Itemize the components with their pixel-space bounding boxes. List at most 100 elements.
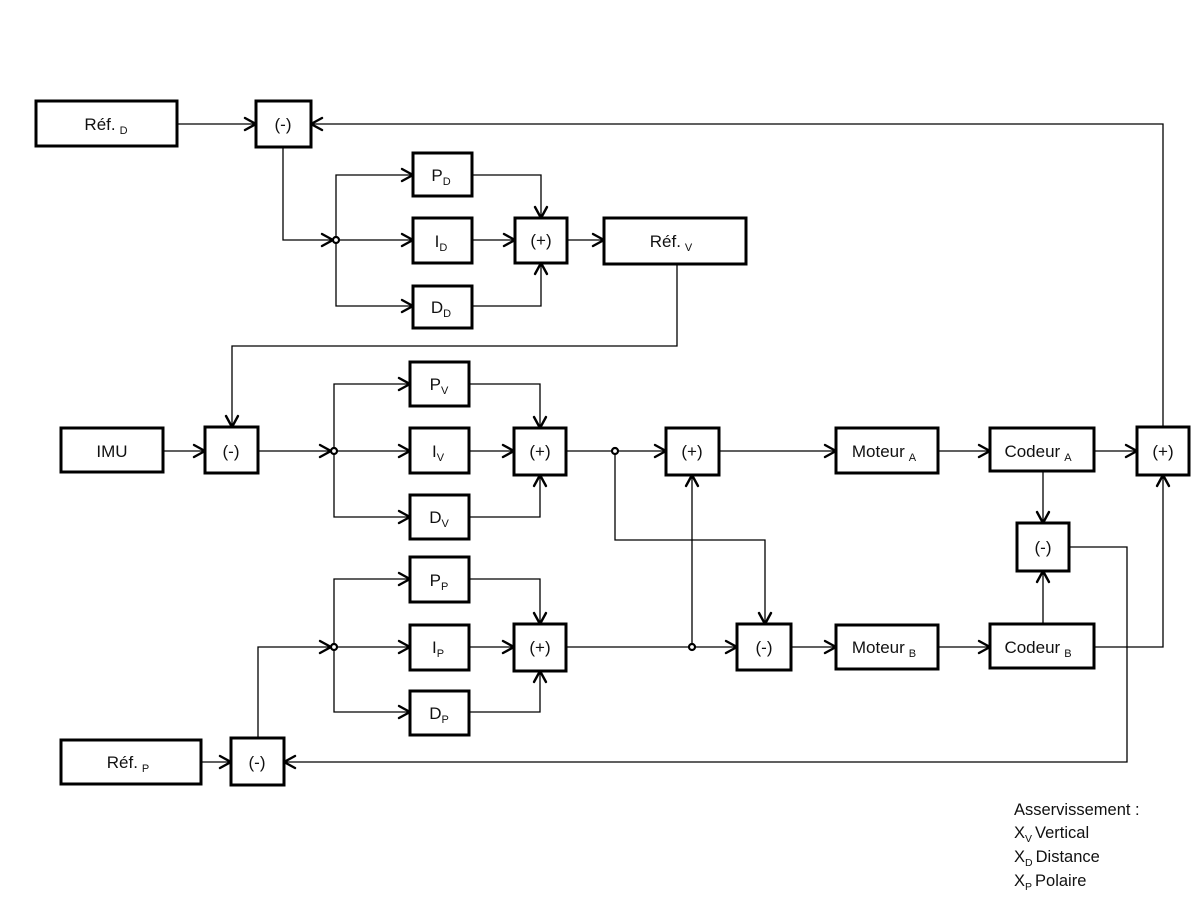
block-label: P xyxy=(431,166,442,185)
svg-text:(+): (+) xyxy=(529,638,550,657)
legend-symbol: X xyxy=(1014,824,1025,842)
block-subscript: B xyxy=(1064,648,1071,660)
legend-text: Vertical xyxy=(1035,824,1089,842)
block-label: (-) xyxy=(1035,538,1052,557)
block-label: (+) xyxy=(1152,442,1173,461)
svg-text:ID: ID xyxy=(435,232,448,254)
block-label: D xyxy=(429,704,441,723)
svg-text:DV: DV xyxy=(429,508,449,530)
block-label: Codeur xyxy=(1004,638,1060,657)
block-label: Réf. xyxy=(84,115,115,134)
wire-node-d-to-dd xyxy=(335,240,413,307)
block-subscript: P xyxy=(142,763,149,775)
block-label: (-) xyxy=(275,115,292,134)
block-subscript: P xyxy=(441,581,448,593)
block-p-p: PP xyxy=(408,555,471,604)
block-label: I xyxy=(432,442,437,461)
block-label: I xyxy=(435,232,440,251)
block-imu: IMU xyxy=(59,426,165,474)
block-label: D xyxy=(431,298,443,317)
block-subscript: D xyxy=(120,125,128,137)
svg-text:(-): (-) xyxy=(223,442,240,461)
wire-node-v-to-pv xyxy=(333,383,410,451)
block-subscript: V xyxy=(441,518,449,530)
legend-text: Distance xyxy=(1036,848,1100,866)
block-add-p: (+) xyxy=(512,622,568,673)
wire-diff-to-sump xyxy=(284,546,1128,763)
block-subscript: V xyxy=(441,385,449,397)
svg-text:PD: PD xyxy=(431,166,450,188)
block-label: (+) xyxy=(529,638,550,657)
wire-coderb-to-addenc xyxy=(1094,475,1164,648)
wire-refv-to-sumv xyxy=(231,264,678,427)
block-i-d: ID xyxy=(411,216,474,265)
block-i-v: IV xyxy=(408,426,471,475)
junction-node-p xyxy=(329,642,339,652)
block-label: Moteur xyxy=(852,442,905,461)
block-label: (+) xyxy=(529,442,550,461)
block-label: (-) xyxy=(223,442,240,461)
svg-text:Réf.P: Réf.P xyxy=(107,753,150,775)
wire-node-d-to-pd xyxy=(335,174,413,240)
block-sub-b: (-) xyxy=(735,622,793,672)
junction-node-addp-out xyxy=(687,642,697,652)
block-sum-d: (-) xyxy=(254,99,313,149)
block-label: Moteur xyxy=(852,638,905,657)
junction-node-v xyxy=(329,446,339,456)
block-diff-encoders: (-) xyxy=(1015,521,1071,573)
block-subscript: D xyxy=(443,176,451,188)
svg-text:Réf.V: Réf.V xyxy=(650,232,693,254)
svg-text:Réf.D: Réf. D xyxy=(84,115,127,137)
wire-node-p-to-pp xyxy=(333,578,410,647)
legend-title: Asservissement : xyxy=(1014,801,1140,819)
svg-text:IV: IV xyxy=(432,442,445,464)
block-i-p: IP xyxy=(408,623,471,672)
junction-node-addv-out xyxy=(610,446,620,456)
block-subscript: D xyxy=(439,242,447,254)
svg-text:DP: DP xyxy=(429,704,449,726)
block-sum-v: (-) xyxy=(203,425,260,475)
block-sum-p: (-) xyxy=(229,736,286,787)
block-add-v: (+) xyxy=(512,426,568,477)
block-label: Codeur xyxy=(1004,442,1060,461)
wire-sump-to-node xyxy=(257,646,331,738)
block-subscript: P xyxy=(441,714,448,726)
block-ref-d: Réf. D xyxy=(34,99,179,148)
svg-text:IMU: IMU xyxy=(96,442,127,461)
svg-text:(-): (-) xyxy=(249,753,266,772)
legend-symbol: X xyxy=(1014,848,1025,866)
svg-text:(+): (+) xyxy=(529,442,550,461)
block-label: D xyxy=(429,508,441,527)
block-label: (+) xyxy=(530,231,551,250)
block-d-v: DV xyxy=(408,493,471,541)
svg-text:(-): (-) xyxy=(275,115,292,134)
block-label: Réf. xyxy=(650,232,681,251)
block-label: I xyxy=(432,638,437,657)
legend-subscript: V xyxy=(1025,833,1032,845)
wire-node-to-subb xyxy=(614,454,766,624)
block-label: (-) xyxy=(756,638,773,657)
block-d-d: DD xyxy=(411,284,474,330)
block-add-a: (+) xyxy=(664,426,721,477)
block-p-v: PV xyxy=(408,360,471,408)
block-label: (-) xyxy=(249,753,266,772)
svg-text:(-): (-) xyxy=(756,638,773,657)
wire-node-v-to-dv xyxy=(333,451,410,518)
wire-dv-to-add xyxy=(469,475,541,518)
block-subscript: A xyxy=(909,452,917,464)
legend-subscript: P xyxy=(1025,881,1032,893)
block-subscript: A xyxy=(1064,452,1072,464)
wire-pv-to-add xyxy=(469,383,541,428)
legend-symbol: X xyxy=(1014,872,1025,890)
block-label: IMU xyxy=(96,442,127,461)
